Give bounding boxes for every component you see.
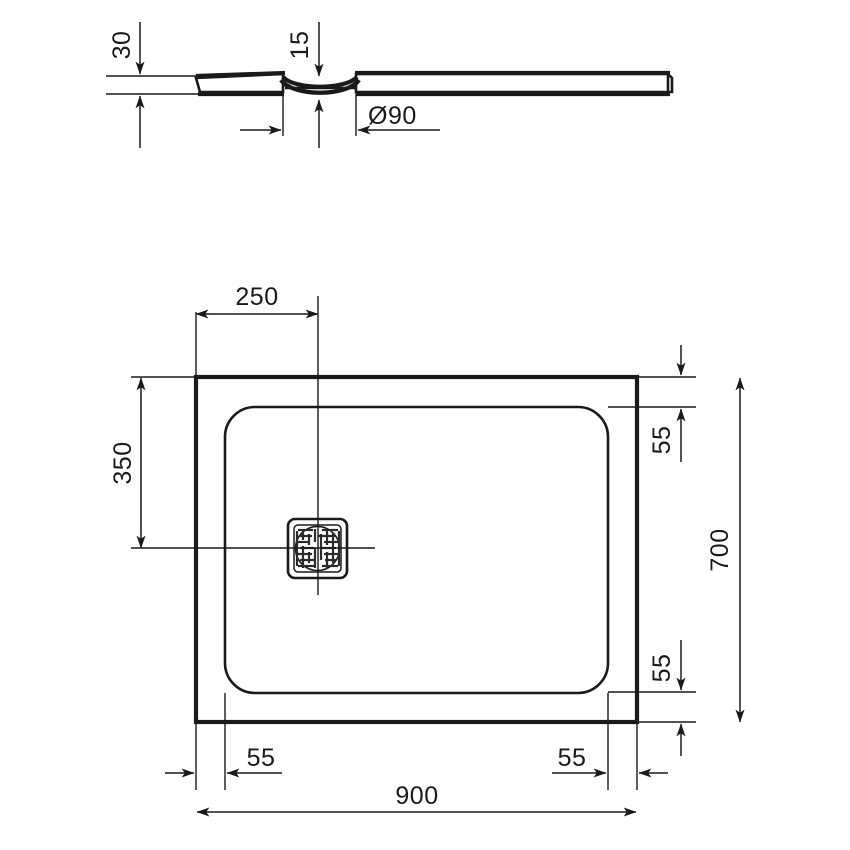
dimension-drain-offset-from-top: 350 bbox=[109, 376, 200, 549]
dimension-rim-bottom-left: 55 bbox=[165, 693, 282, 790]
dimension-label-waste-depth: 15 bbox=[286, 31, 314, 60]
dimension-tray-height: 30 bbox=[108, 22, 145, 148]
plan-view: 250 350 55 55 bbox=[109, 283, 745, 817]
dimension-rim-bottom-center-right: 55 bbox=[552, 693, 668, 790]
dimension-label-350: 350 bbox=[109, 441, 137, 484]
dimension-label-waste-diameter: Ø90 bbox=[368, 102, 417, 130]
section-tray-profile bbox=[194, 70, 674, 97]
dimension-rim-bottom-right: 55 bbox=[608, 640, 696, 756]
dimension-waste-diameter: Ø90 bbox=[240, 102, 440, 135]
centre-lines bbox=[131, 296, 375, 595]
dimension-drain-offset-from-left: 250 bbox=[195, 283, 319, 380]
dimension-label-55-top-right: 55 bbox=[648, 426, 676, 455]
section-view: 30 15 Ø90 bbox=[106, 22, 674, 148]
dimension-label-55-bottom-left: 55 bbox=[247, 744, 276, 772]
dimension-overall-width: 900 bbox=[196, 782, 637, 817]
dimension-label-55-bottom-right: 55 bbox=[648, 654, 676, 683]
section-waste-extension-lines bbox=[282, 92, 357, 136]
dimension-label-900: 900 bbox=[395, 782, 438, 810]
inner-rounded-rectangle bbox=[223, 405, 610, 695]
dimension-label-55-bottom-right-inner: 55 bbox=[558, 744, 587, 772]
dimension-label-700: 700 bbox=[706, 528, 734, 571]
dimension-label-tray-height: 30 bbox=[108, 31, 136, 60]
dimension-rim-top-right: 55 bbox=[608, 345, 696, 462]
dimension-label-250: 250 bbox=[235, 283, 278, 311]
outer-rectangle bbox=[193, 374, 640, 725]
dimension-overall-depth: 700 bbox=[706, 377, 745, 723]
dimension-waste-depth: 15 bbox=[286, 22, 324, 148]
section-height-extension-lines bbox=[106, 75, 200, 95]
